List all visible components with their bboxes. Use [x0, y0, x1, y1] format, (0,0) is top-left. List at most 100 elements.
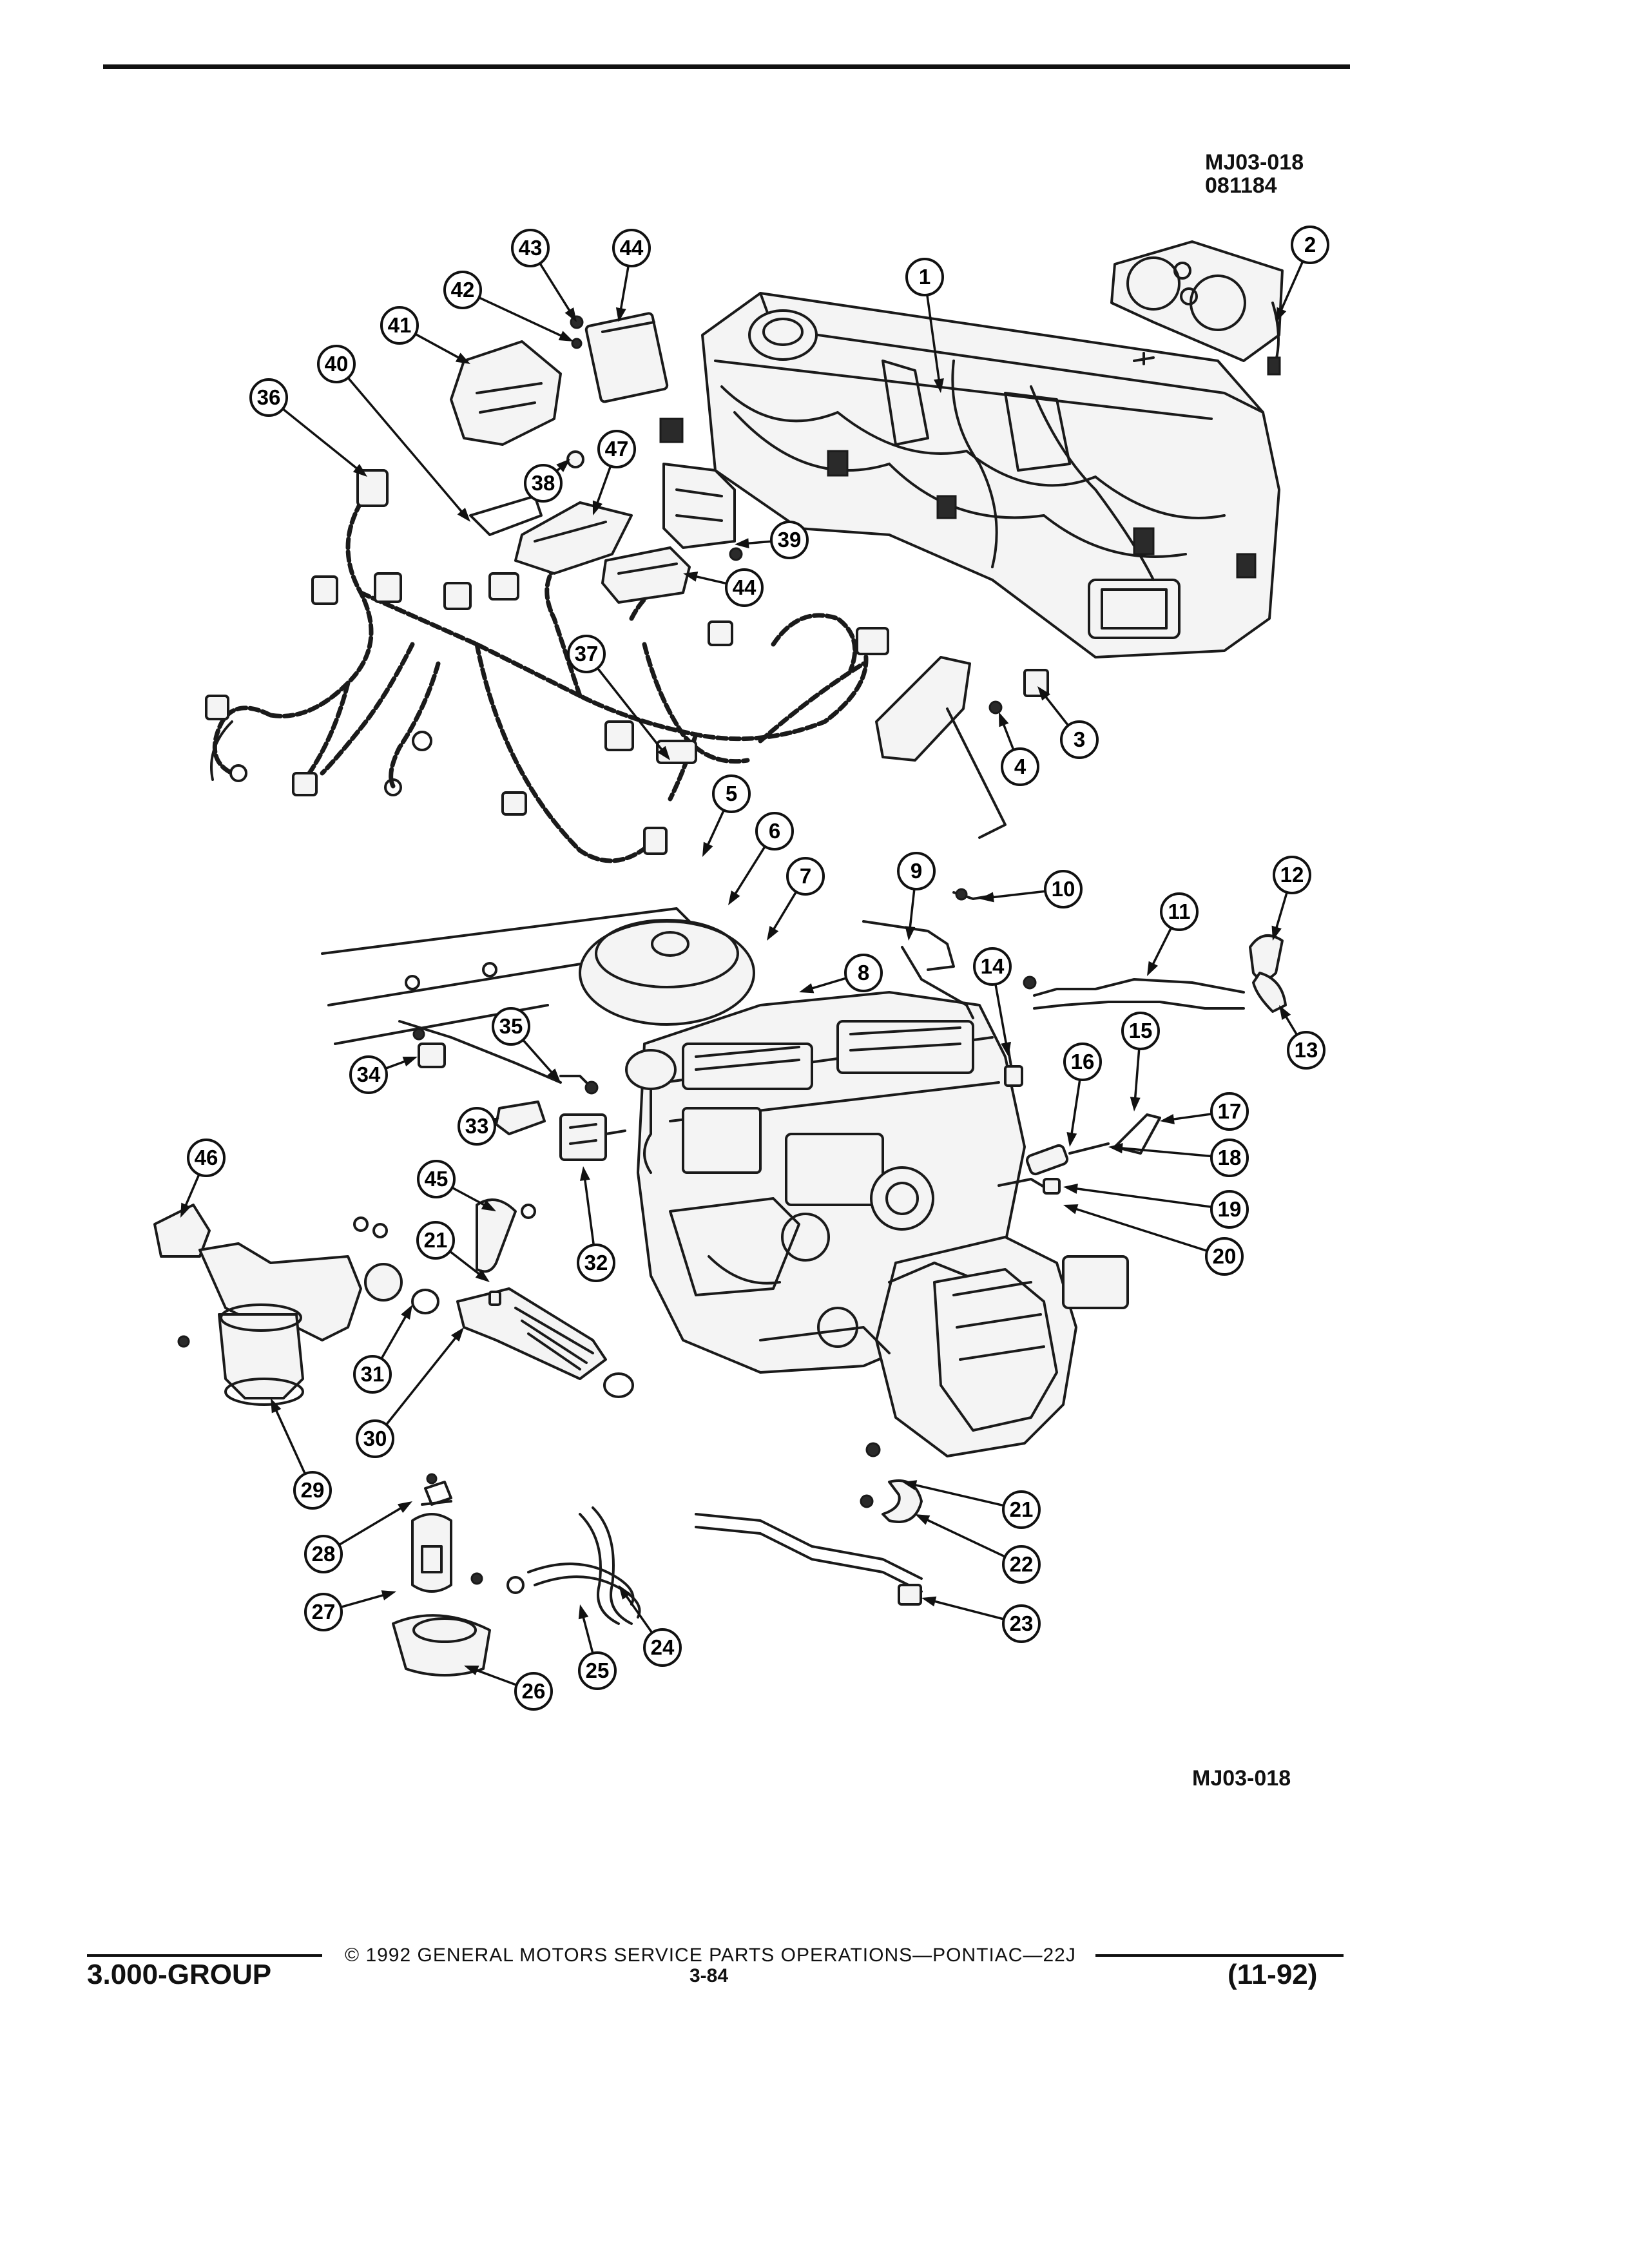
callout-arrowhead-40: [457, 508, 470, 522]
callout-circle: [1002, 1604, 1041, 1643]
callout-circle: [353, 1355, 392, 1394]
callout-arrowhead-30: [451, 1327, 464, 1342]
callout-2: 2: [1291, 226, 1329, 264]
callout-23: 23: [1002, 1604, 1041, 1643]
callout-circle: [577, 1244, 615, 1282]
callout-arrowhead-47: [592, 500, 602, 515]
callout-17: 17: [1210, 1092, 1249, 1131]
callout-number: 21: [424, 1228, 448, 1252]
callout-arrowhead-46: [180, 1202, 191, 1218]
callout-leader-19: [1072, 1187, 1212, 1208]
callout-arrowhead-16: [1066, 1132, 1077, 1147]
callout-leader-45: [451, 1186, 489, 1208]
callout-number: 28: [312, 1542, 336, 1566]
callout-arrowhead-1: [934, 378, 944, 393]
callout-44: 44: [612, 229, 651, 267]
callout-leader-10: [988, 890, 1046, 899]
callout-leader-30: [385, 1333, 459, 1426]
callout-number: 34: [357, 1062, 381, 1086]
callout-number: 39: [778, 528, 802, 552]
callout-circle: [1205, 1237, 1244, 1276]
callout-number: 4: [1014, 754, 1027, 778]
date-code: 081184: [1205, 173, 1277, 198]
callout-leader-37: [596, 667, 666, 754]
callout-number: 27: [312, 1600, 336, 1624]
callout-circle: [597, 430, 636, 468]
callout-number: 43: [519, 236, 543, 260]
callout-leader-5: [705, 809, 725, 850]
callout-leader-21: [911, 1483, 1005, 1507]
callout-circle: [492, 1007, 530, 1046]
engine-wiring-harness: [205, 469, 889, 863]
callout-leader-18: [1117, 1146, 1212, 1158]
callout-arrowhead-15: [1130, 1097, 1141, 1111]
callout-leader-1: [926, 294, 941, 385]
callout-1: 1: [905, 258, 944, 296]
callout-leader-35: [522, 1039, 556, 1077]
callout-leader-42: [478, 296, 566, 339]
callout-number: 19: [1218, 1197, 1242, 1221]
callout-leader-32: [583, 1175, 595, 1245]
callout-arrowhead-23: [921, 1596, 937, 1607]
footer-group: 3.000-GROUP: [87, 1959, 272, 1990]
intake-duct: [456, 1287, 634, 1398]
callout-number: 11: [1168, 899, 1191, 923]
callout-leader-14: [994, 984, 1008, 1048]
callout-leader-29: [273, 1406, 307, 1475]
callout-arrowhead-39: [735, 538, 749, 549]
callout-arrowhead-13: [1279, 1005, 1291, 1020]
ecm-components: [450, 312, 743, 604]
callout-arrowhead-37: [657, 745, 670, 760]
callout-circle: [643, 1628, 682, 1667]
callout-33: 33: [458, 1107, 496, 1146]
callout-arrowhead-5: [702, 841, 713, 857]
callout-circle: [905, 258, 944, 296]
callout-6: 6: [755, 812, 794, 850]
callout-arrowhead-25: [578, 1604, 589, 1620]
callout-number: 13: [1295, 1038, 1318, 1062]
callout-number: 9: [911, 859, 922, 883]
callout-number: 2: [1304, 233, 1316, 256]
callout-35: 35: [492, 1007, 530, 1046]
callout-leader-15: [1133, 1048, 1141, 1103]
callout-leader-9: [908, 889, 916, 932]
callout-arrowhead-21: [902, 1480, 918, 1490]
callout-arrowhead-36: [352, 463, 367, 477]
callout-circle: [416, 1221, 455, 1260]
callout-25: 25: [578, 1651, 617, 1690]
engine-assembly: [321, 907, 1129, 1457]
callout-arrowhead-22: [915, 1514, 930, 1525]
callout-arrowhead-20: [1063, 1204, 1079, 1215]
callout-24: 24: [643, 1628, 682, 1667]
callout-arrowhead-44: [683, 572, 699, 582]
callout-leader-40: [347, 377, 466, 516]
callout-arrowhead-41: [455, 352, 470, 364]
callout-20: 20: [1205, 1237, 1244, 1276]
callout-arrowhead-31: [401, 1305, 412, 1320]
callout-number: 14: [981, 954, 1005, 978]
callout-leader-11: [1150, 927, 1173, 969]
callout-number: 40: [325, 352, 349, 376]
callout-11: 11: [1160, 892, 1199, 931]
callout-circle: [844, 954, 883, 992]
callout-leader-44: [691, 574, 728, 585]
callout-leader-41: [414, 332, 463, 361]
callout-number: 3: [1074, 727, 1085, 751]
callout-number: 26: [522, 1679, 546, 1703]
callout-10: 10: [1044, 870, 1083, 908]
callout-arrowhead-44: [615, 307, 626, 322]
callout-38: 38: [524, 464, 563, 503]
callout-leader-27: [340, 1593, 389, 1609]
callout-circle: [1044, 870, 1083, 908]
callout-number: 37: [575, 642, 599, 666]
callout-arrowhead-6: [728, 890, 740, 905]
callout-circle: [349, 1055, 388, 1094]
callout-12: 12: [1273, 856, 1311, 894]
callout-arrowhead-26: [464, 1666, 479, 1676]
callout-circle: [712, 774, 751, 813]
callout-number: 44: [620, 236, 644, 260]
callout-circle: [567, 635, 606, 673]
callout-number: 7: [800, 864, 811, 888]
callout-circle: [187, 1139, 226, 1177]
callout-number: 17: [1218, 1099, 1242, 1123]
